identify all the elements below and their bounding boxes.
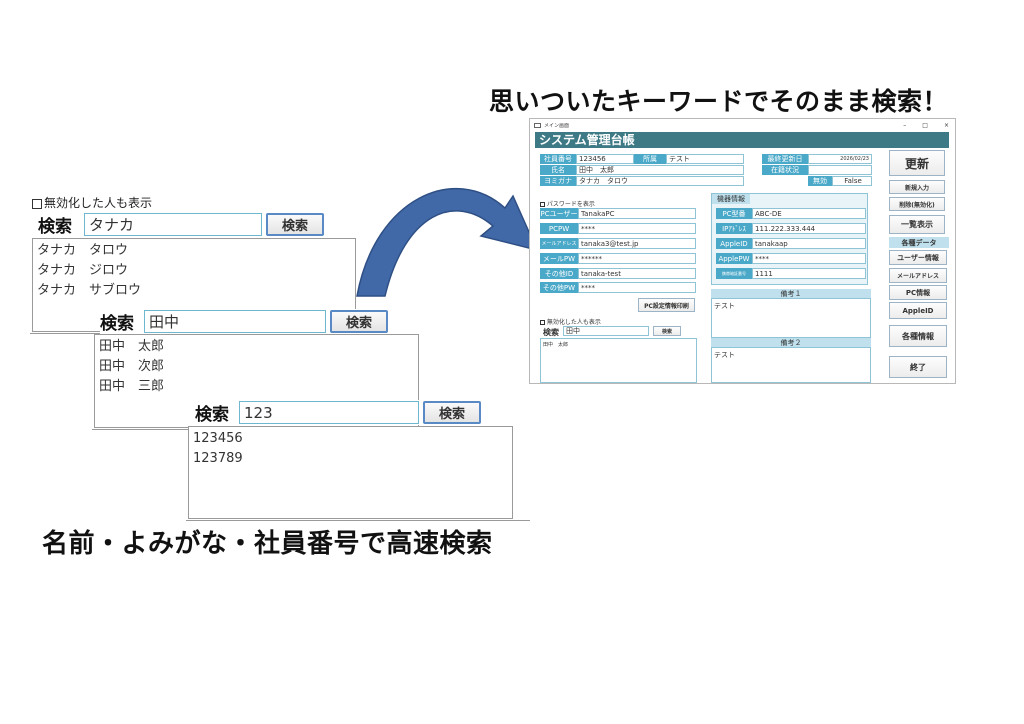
mini-search-results[interactable]: 田中 太郎: [540, 338, 697, 383]
list-item[interactable]: 田中 太郎: [99, 339, 165, 354]
show-password-option[interactable]: パスワードを表示: [540, 199, 595, 208]
search-label: 検索: [38, 217, 72, 237]
search-input[interactable]: 123: [239, 401, 419, 424]
show-disabled-option[interactable]: 無効化した人も表示: [32, 194, 152, 211]
show-disabled-label: 無効化した人も表示: [44, 196, 153, 210]
search-label: 検索: [195, 405, 229, 425]
name-field[interactable]: 田中 太郎: [576, 165, 744, 175]
status-label: 在籍状況: [762, 165, 808, 175]
account-field[interactable]: ****: [578, 282, 696, 293]
page-title: システム管理台帳: [535, 132, 949, 148]
employee-no-field[interactable]: 123456: [576, 154, 634, 164]
device-label: ApplePW: [716, 253, 752, 264]
device-label: AppleID: [716, 238, 752, 249]
account-label: メールアドレス: [540, 238, 578, 249]
mini-show-disabled-checkbox[interactable]: [540, 320, 545, 325]
search-input[interactable]: タナカ: [84, 213, 262, 236]
account-label: PCPW: [540, 223, 578, 234]
last-update-value: 2026/02/23: [808, 154, 872, 164]
list-view-button[interactable]: 一覧表示: [889, 215, 945, 234]
name-label: 氏名: [540, 165, 576, 175]
list-item[interactable]: 田中 次郎: [99, 359, 165, 374]
account-field[interactable]: ******: [578, 253, 696, 264]
print-pc-settings-button[interactable]: PC設定情報印刷: [638, 298, 695, 312]
search-button[interactable]: 検索: [266, 213, 324, 236]
device-label: 携帯暗証番号: [716, 268, 752, 279]
device-label: PC型番: [716, 208, 752, 219]
mail-address-button[interactable]: メールアドレス: [889, 268, 947, 283]
mini-show-disabled-option[interactable]: 無効化した人も表示: [540, 317, 601, 326]
delete-button[interactable]: 削除(無効化): [889, 197, 945, 211]
account-field[interactable]: tanaka3@test.jp: [578, 238, 696, 249]
search-label: 検索: [100, 314, 134, 334]
list-item[interactable]: 田中 三郎: [99, 379, 165, 394]
device-field[interactable]: ABC-DE: [752, 208, 866, 219]
search-button[interactable]: 検索: [423, 401, 481, 424]
new-entry-button[interactable]: 新規入力: [889, 180, 945, 194]
appleid-button[interactable]: AppleID: [889, 302, 947, 319]
note1-field[interactable]: テスト: [711, 298, 871, 338]
mini-search-input[interactable]: 田中: [563, 326, 649, 336]
last-update-label: 最終更新日: [762, 154, 808, 164]
minimize-icon[interactable]: –: [903, 121, 907, 129]
search-results-list[interactable]: 123456 123789: [188, 426, 513, 519]
note1-label: 備考１: [711, 289, 871, 298]
data-section-title: 各種データ: [889, 237, 949, 248]
account-field[interactable]: TanakaPC: [578, 208, 696, 219]
search-button[interactable]: 検索: [330, 310, 388, 333]
dept-select[interactable]: テスト: [666, 154, 744, 164]
device-field[interactable]: 1111: [752, 268, 866, 279]
app-icon: [534, 122, 541, 128]
search-input[interactable]: 田中: [144, 310, 326, 333]
account-label: PCユーザー: [540, 208, 578, 219]
kana-label: ヨミガナ: [540, 176, 576, 186]
kana-field[interactable]: タナカ タロウ: [576, 176, 744, 186]
list-item[interactable]: タナカ サブロウ: [37, 283, 142, 298]
divider: [30, 333, 100, 334]
pc-info-button[interactable]: PC情報: [889, 285, 947, 300]
mini-show-disabled-label: 無効化した人も表示: [546, 319, 601, 326]
maximize-icon[interactable]: □: [922, 121, 928, 129]
main-window: メイン画面 – □ × システム管理台帳 社員番号 123456 所属 テスト …: [529, 118, 956, 384]
dept-label: 所属: [634, 154, 666, 164]
account-label: その他PW: [540, 282, 578, 293]
disabled-label: 無効: [808, 176, 832, 186]
list-item[interactable]: タナカ タロウ: [37, 243, 129, 258]
note2-field[interactable]: テスト: [711, 347, 871, 383]
update-button[interactable]: 更新: [889, 150, 945, 176]
divider: [92, 429, 192, 430]
account-label: メールPW: [540, 253, 578, 264]
close-icon[interactable]: ×: [943, 121, 949, 129]
headline-bottom: 名前・よみがな・社員番号で高速検索: [42, 529, 493, 559]
list-item[interactable]: 123456: [193, 431, 243, 446]
device-field[interactable]: tanakaap: [752, 238, 866, 249]
device-label: IPｱﾄﾞﾚｽ: [716, 223, 752, 234]
status-field[interactable]: [808, 165, 872, 175]
list-item[interactable]: 123789: [193, 451, 243, 466]
headline-top: 思いついたキーワードでそのまま検索！: [489, 87, 949, 116]
employee-no-label: 社員番号: [540, 154, 576, 164]
account-field[interactable]: ****: [578, 223, 696, 234]
device-section-title: 機器情報: [712, 194, 750, 204]
show-disabled-checkbox[interactable]: [32, 198, 42, 209]
exit-button[interactable]: 終了: [889, 356, 947, 378]
mini-search-label: 検索: [543, 328, 559, 337]
device-field[interactable]: 111.222.333.444: [752, 223, 866, 234]
list-item[interactable]: タナカ ジロウ: [37, 263, 129, 278]
mini-search-button[interactable]: 検索: [653, 326, 681, 336]
account-label: その他ID: [540, 268, 578, 279]
curved-arrow-icon: [356, 187, 539, 297]
account-field[interactable]: tanaka-test: [578, 268, 696, 279]
window-title: メイン画面: [544, 122, 570, 129]
disabled-value: False: [832, 176, 872, 186]
show-password-checkbox[interactable]: [540, 202, 545, 207]
user-info-button[interactable]: ユーザー情報: [889, 250, 947, 265]
device-field[interactable]: ****: [752, 253, 866, 264]
window-titlebar: メイン画面 – □ ×: [530, 119, 955, 131]
divider: [186, 520, 530, 521]
various-info-button[interactable]: 各種情報: [889, 325, 947, 347]
list-item[interactable]: 田中 太郎: [543, 342, 569, 348]
note2-label: 備考２: [711, 338, 871, 347]
show-password-label: パスワードを表示: [546, 201, 595, 208]
